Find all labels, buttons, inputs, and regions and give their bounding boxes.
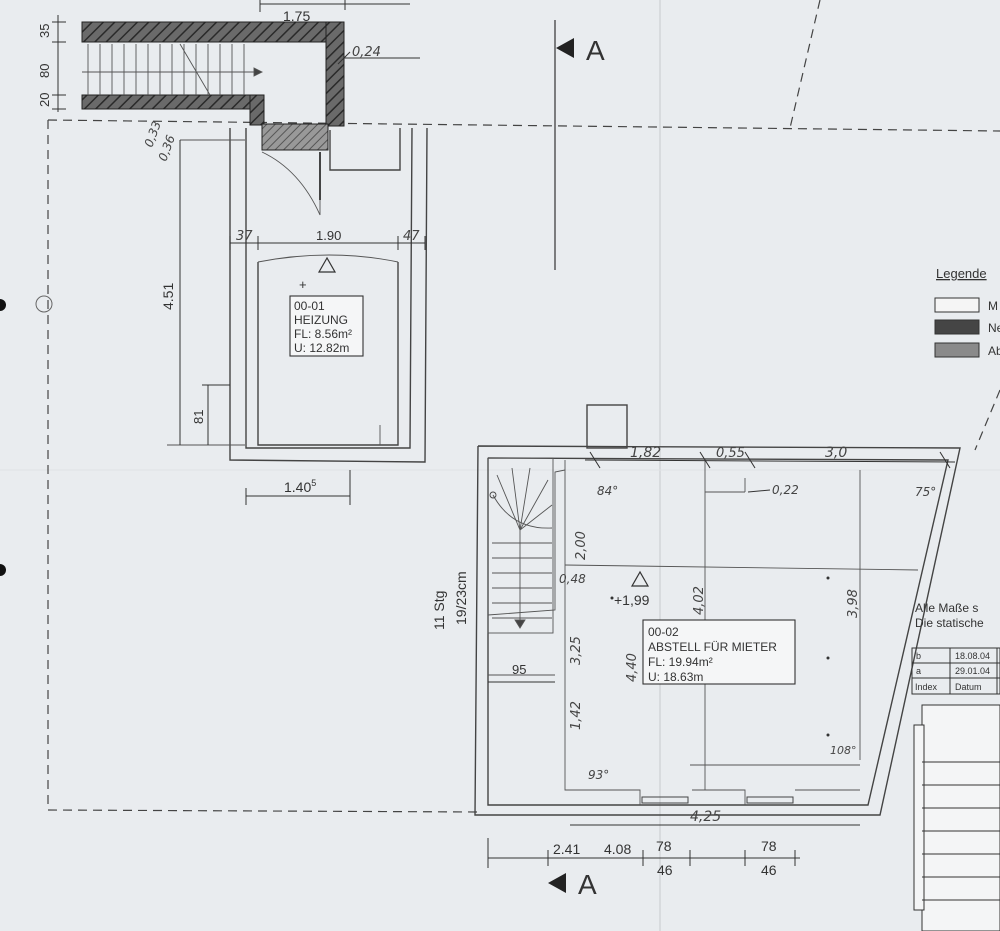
dim-label: 108° bbox=[830, 744, 857, 757]
dim-label: 1,82 bbox=[630, 445, 661, 461]
dim-label: 1.90 bbox=[316, 228, 341, 243]
legend: Legende M Ne Ab bbox=[934, 266, 1000, 358]
dim-label: 2,00 bbox=[574, 531, 589, 560]
dim-label: 46 bbox=[761, 862, 777, 878]
dim-label: 0,22 bbox=[772, 483, 799, 497]
dim-label: 35 bbox=[37, 24, 52, 38]
room-label-abstell: 00-02 ABSTELL FÜR MIETER FL: 19.94m² U: … bbox=[642, 619, 796, 685]
heizung-walls bbox=[167, 127, 428, 463]
stair-label: 11 Stg bbox=[431, 591, 447, 630]
level-mark: +1,99 bbox=[614, 592, 650, 608]
upper-stair-treads bbox=[82, 43, 264, 96]
dim-label: 4,25 bbox=[690, 809, 721, 825]
title-block bbox=[913, 704, 1000, 931]
note-line: Alle Maße s bbox=[915, 601, 978, 615]
dim-label: 3,0 bbox=[825, 445, 847, 461]
dim-label: 3,98 bbox=[846, 589, 861, 618]
revision-date: 18.08.04 bbox=[955, 651, 990, 661]
dim-label: 84° bbox=[597, 484, 618, 498]
dim-label: 1,42 bbox=[569, 701, 584, 730]
punch-hole bbox=[0, 299, 6, 311]
revision-header-date: Datum bbox=[955, 682, 982, 692]
dim-label: 4,40 bbox=[625, 653, 640, 682]
dim-label: 0,55 bbox=[716, 446, 745, 461]
dim-label: 75° bbox=[915, 485, 936, 499]
note-line: Die statische bbox=[915, 616, 984, 630]
plus-mark: + bbox=[299, 277, 307, 292]
dim-label: 4,02 bbox=[692, 586, 707, 615]
dim-label: 20 bbox=[37, 93, 52, 107]
lower-building-walls bbox=[474, 404, 961, 816]
room-area: FL: 8.56m² bbox=[294, 327, 352, 341]
dim-label: 95 bbox=[512, 662, 526, 677]
punch-ring bbox=[35, 295, 53, 313]
section-line: A A bbox=[548, 20, 605, 900]
revision-index: a bbox=[916, 666, 921, 676]
room-number: 00-02 bbox=[648, 625, 679, 639]
room-area: FL: 19.94m² bbox=[648, 655, 713, 669]
revision-table: b 18.08.04 a 29.01.04 Index Datum bbox=[911, 647, 1000, 695]
room-label-heizung: 00-01 HEIZUNG FL: 8.56m² U: 12.82m bbox=[289, 295, 364, 357]
dim-label: 78 bbox=[761, 838, 777, 854]
property-boundary bbox=[47, 0, 1000, 813]
dim-label: 4.08 bbox=[604, 841, 631, 857]
level-triangle-icon bbox=[317, 256, 337, 273]
dim-label: 0,24 bbox=[352, 45, 381, 60]
revision-header-index: Index bbox=[915, 682, 938, 692]
legend-swatch bbox=[934, 319, 980, 335]
section-label-top: A bbox=[586, 35, 605, 66]
lower-stair bbox=[487, 457, 554, 634]
room-perimeter: U: 18.63m bbox=[648, 670, 703, 684]
dim-label: 93° bbox=[588, 768, 609, 782]
room-number: 00-01 bbox=[294, 299, 325, 313]
room-name: HEIZUNG bbox=[294, 313, 348, 327]
upper-stair-wall bbox=[81, 21, 345, 151]
dim-label: 3,25 bbox=[569, 636, 584, 665]
legend-swatch bbox=[934, 297, 980, 313]
lower-dimensions: 1,82 0,55 3,0 84° 75° 0,22 2,00 0,48 4,0… bbox=[487, 445, 956, 878]
dim-label: 0,48 bbox=[559, 572, 586, 586]
legend-label: Ab bbox=[988, 344, 1000, 358]
dim-label: 46 bbox=[657, 862, 673, 878]
upper-dimensions: 1.75 35 80 20 0,24 0,33 0,36 37 1.90 47 … bbox=[37, 0, 426, 505]
revision-index: b bbox=[916, 651, 921, 661]
legend-title: Legende bbox=[936, 266, 987, 281]
plan-dots bbox=[610, 576, 830, 737]
dim-label: 81 bbox=[191, 410, 206, 424]
stair-label: 19/23cm bbox=[453, 571, 469, 625]
level-triangle-icon bbox=[630, 570, 650, 587]
section-label-bottom: A bbox=[578, 869, 597, 900]
revision-date: 29.01.04 bbox=[955, 666, 990, 676]
dim-label: 78 bbox=[656, 838, 672, 854]
dim-label: 2.41 bbox=[553, 841, 580, 857]
room-perimeter: U: 12.82m bbox=[294, 341, 349, 355]
dim-label: 37 bbox=[236, 229, 253, 244]
legend-swatch bbox=[934, 342, 980, 358]
dim-label: 4.51 bbox=[160, 283, 176, 310]
section-arrow-bottom bbox=[548, 873, 566, 893]
dim-label: 80 bbox=[37, 64, 52, 78]
dim-label: 1.405 bbox=[284, 478, 316, 495]
dim-label: 47 bbox=[403, 229, 420, 244]
legend-label: Ne bbox=[988, 321, 1000, 335]
section-arrow-top bbox=[556, 38, 574, 58]
punch-hole bbox=[0, 564, 6, 576]
dim-label: 1.75 bbox=[283, 8, 310, 24]
room-name: ABSTELL FÜR MIETER bbox=[648, 640, 777, 654]
legend-label: M bbox=[988, 299, 998, 313]
